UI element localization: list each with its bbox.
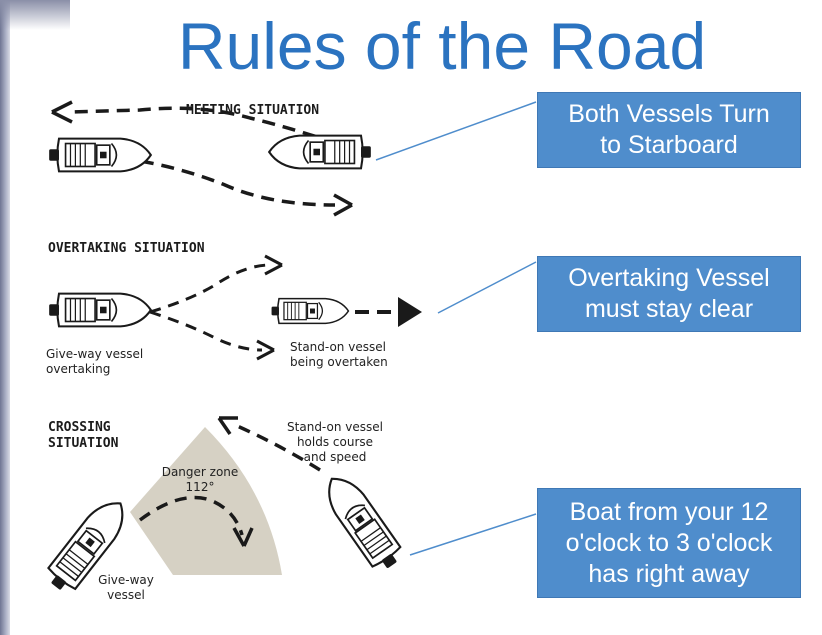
stand-on-crossing-label: Stand-on vessel holds course and speed xyxy=(287,420,383,464)
boat-stand-on-crossing xyxy=(316,468,408,576)
overtaking-paths xyxy=(149,254,422,361)
meeting-paths xyxy=(51,100,356,217)
callout-overtaking: Overtaking Vessel must stay clear xyxy=(537,256,801,332)
left-border xyxy=(0,0,10,635)
overtaking-situation-label: OVERTAKING SITUATION xyxy=(48,241,205,256)
crossing-situation-label: CROSSING SITUATION xyxy=(48,420,119,451)
callout-meeting: Both Vessels Turn to Starboard xyxy=(537,92,801,168)
arrowhead-left xyxy=(51,100,73,124)
arrowhead-right xyxy=(333,193,353,217)
corner-shade xyxy=(0,0,70,30)
callout-crossing-text: Boat from your 12 o'clock to 3 o'clock h… xyxy=(565,497,773,588)
callout-meeting-text: Both Vessels Turn to Starboard xyxy=(568,100,770,159)
danger-zone xyxy=(130,427,282,575)
boat-stand-on-overtaken xyxy=(270,297,350,325)
give-way-crossing-label: Give-way vessel xyxy=(98,573,154,602)
stand-on-overtaken-label: Stand-on vessel being overtaken xyxy=(290,340,388,369)
callout-overtaking-text: Overtaking Vessel must stay clear xyxy=(568,264,770,323)
boat-meeting-right xyxy=(268,134,372,170)
boat-meeting-left xyxy=(48,137,152,173)
connector-overtaking xyxy=(437,261,537,314)
crossing-paths xyxy=(138,416,321,547)
connector-meeting xyxy=(375,101,537,161)
connector-crossing xyxy=(409,513,537,556)
page-title: Rules of the Road xyxy=(177,9,707,83)
boat-give-way-overtaking xyxy=(48,292,152,328)
danger-zone-label: Danger zone 112° xyxy=(161,465,239,494)
meeting-situation-label: MEETING SITUATION xyxy=(186,103,320,118)
give-way-overtaking-label: Give-way vessel overtaking xyxy=(46,347,144,376)
callout-crossing: Boat from your 12 o'clock to 3 o'clock h… xyxy=(537,488,801,598)
